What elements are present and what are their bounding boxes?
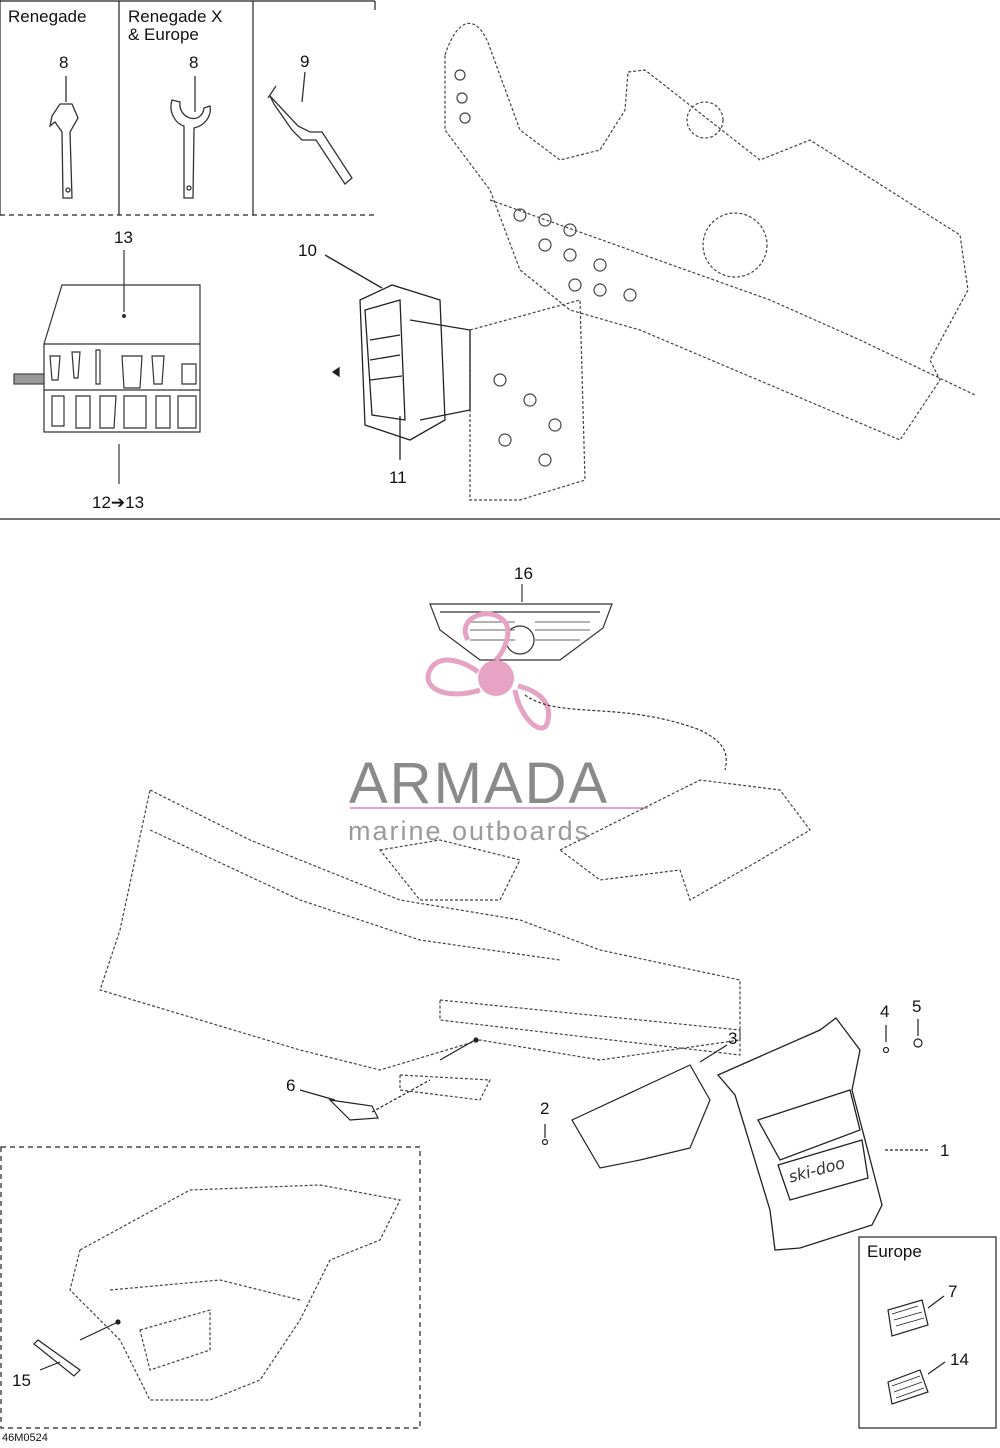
part-15-drawing <box>33 1319 121 1377</box>
callout-7: 7 <box>948 1282 958 1301</box>
snowflap-1-drawing: ski-doo <box>716 1017 930 1251</box>
box-title-renegade: Renegade <box>8 7 87 26</box>
callout-14: 14 <box>950 1350 969 1369</box>
wrench-8-renegade-drawing <box>49 76 79 199</box>
callout-13: 13 <box>114 228 133 247</box>
box-title-renegade-x-line1: Renegade X <box>128 7 223 26</box>
tool-9-drawing <box>267 71 353 185</box>
bracket-10-11-drawing <box>324 254 471 460</box>
frame-lower-drawing <box>99 779 811 1101</box>
callout-10: 10 <box>298 241 317 260</box>
callout-8-renegade-x: 8 <box>189 53 199 72</box>
callout-2: 2 <box>540 1099 550 1118</box>
callout-12-13: 12➔13 <box>92 493 145 512</box>
callout-3: 3 <box>728 1029 738 1048</box>
callout-4: 4 <box>880 1002 890 1021</box>
callout-16: 16 <box>514 564 533 583</box>
watermark-tagline: marine outboards <box>348 816 591 846</box>
callout-11: 11 <box>389 468 407 487</box>
watermark-brand: ARMADA <box>349 751 610 816</box>
box-title-europe: Europe <box>867 1242 922 1261</box>
callout-6: 6 <box>286 1076 296 1095</box>
callout-15: 15 <box>12 1371 31 1390</box>
part-6-drawing <box>299 1037 479 1121</box>
callout-9: 9 <box>300 52 310 71</box>
plate-3-drawing <box>541 1044 728 1169</box>
box-title-renegade-x-line2: & Europe <box>128 24 199 44</box>
inset-frame-15-drawing <box>69 1184 401 1401</box>
wrench-8-renegadex-drawing <box>170 76 211 199</box>
tool-kit-13-drawing <box>13 250 201 484</box>
frame-upper-drawing <box>444 22 976 501</box>
callout-8-renegade: 8 <box>59 53 69 72</box>
label-16-drawing <box>429 584 613 661</box>
europe-parts-drawing <box>887 1295 946 1405</box>
figure-code: 46M0524 <box>2 1432 48 1444</box>
hardware-4-5-drawing <box>882 1019 923 1054</box>
callout-1: 1 <box>940 1141 950 1160</box>
watermark-logo <box>425 611 552 731</box>
callout-5: 5 <box>912 997 922 1016</box>
svg-text:ski-doo: ski-doo <box>786 1153 847 1186</box>
box-title-renegade-x: Renegade X & Europe <box>128 8 223 44</box>
